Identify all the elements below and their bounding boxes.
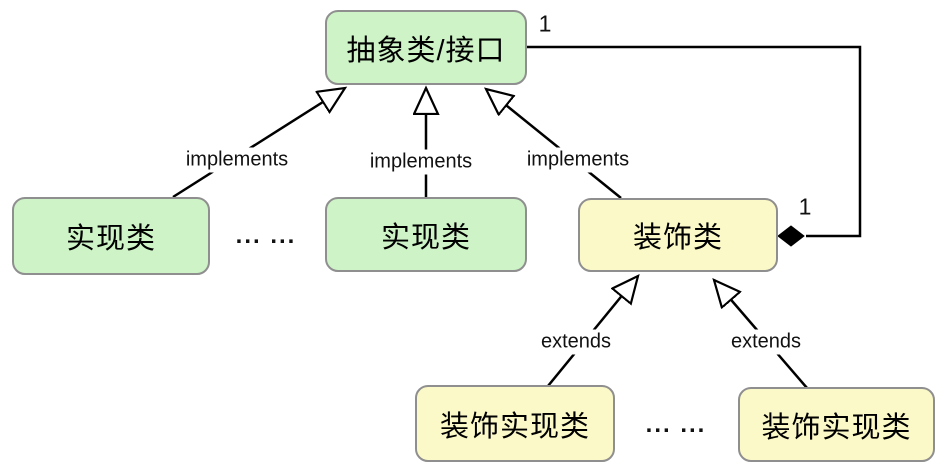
edge-label-extends-2: extends — [725, 329, 807, 355]
class-box-abstract-interface: 抽象类/接口 — [325, 10, 527, 85]
edge-label-implements-3: implements — [521, 147, 635, 173]
class-box-decorator-impl-2: 装饰实现类 — [738, 387, 935, 462]
composition-diamond-icon — [777, 225, 805, 247]
ellipsis-bottom: ... ... — [645, 411, 707, 438]
class-box-decorator-impl-1: 装饰实现类 — [415, 385, 615, 462]
class-box-impl-2: 实现类 — [325, 197, 527, 272]
edge-label-implements-1: implements — [180, 147, 294, 173]
class-box-impl-1: 实现类 — [12, 197, 210, 275]
edge-implements-3 — [486, 89, 622, 199]
multiplicity-near-diamond: 1 — [798, 193, 812, 220]
edge-composition — [527, 45, 862, 238]
ellipsis-left: ... ... — [235, 222, 297, 249]
class-box-decorator: 装饰类 — [578, 198, 778, 272]
edge-implements-1 — [172, 88, 345, 199]
edge-label-implements-2: implements — [364, 149, 478, 175]
edge-label-extends-1: extends — [535, 329, 617, 355]
multiplicity-top: 1 — [538, 10, 552, 37]
